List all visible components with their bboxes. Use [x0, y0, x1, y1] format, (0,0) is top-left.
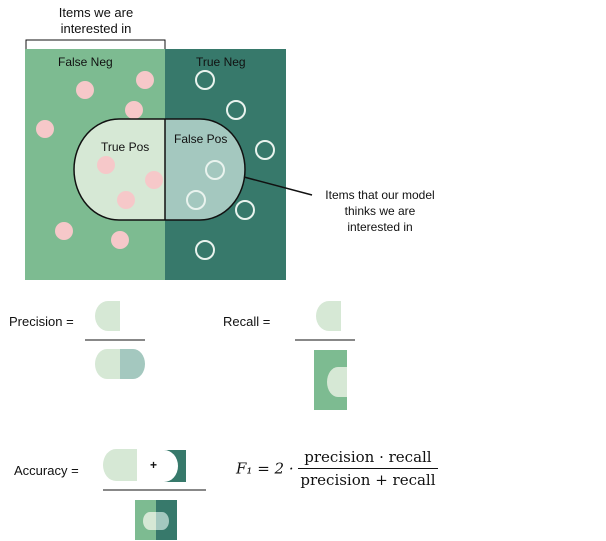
true-pos-dot: [145, 171, 163, 189]
recall-denominator-inner-icon: [327, 367, 347, 397]
precision-numerator-icon: [95, 301, 120, 331]
interest-bracket: [25, 39, 166, 49]
f1-formula: F₁ = 2 · precision · recall precision + …: [236, 448, 438, 489]
true-pos-region: [74, 119, 165, 220]
false-pos-dot: [186, 190, 206, 210]
precision-denominator-right-icon: [120, 349, 145, 379]
true-neg-dot: [195, 70, 215, 90]
true-neg-dot: [195, 240, 215, 260]
accuracy-mini-false-pos: [156, 512, 169, 530]
f1-numerator: precision · recall: [298, 448, 438, 469]
true-neg-dot: [235, 200, 255, 220]
false-neg-dot: [111, 231, 129, 249]
model-selection-label: Items that our model thinks we are inter…: [325, 188, 435, 234]
precision-label: Precision =: [9, 314, 74, 329]
false-neg-dot: [76, 81, 94, 99]
model-pointer-line: [243, 176, 313, 196]
f1-lhs: F₁ = 2 ·: [236, 459, 294, 478]
plus-symbol: +: [150, 458, 158, 472]
precision-denominator-left-icon: [95, 349, 120, 379]
false-pos-label: False Pos: [174, 132, 228, 146]
false-neg-dot: [36, 120, 54, 138]
true-pos-dot: [97, 156, 115, 174]
model-selection-outline: [73, 118, 246, 221]
false-pos-dot: [205, 160, 225, 180]
f1-denominator: precision + recall: [300, 471, 436, 489]
false-neg-dot: [55, 222, 73, 240]
interest-bracket-label: Items we are interested in: [58, 5, 134, 36]
false-neg-dot: [125, 101, 143, 119]
true-neg-dot: [226, 100, 246, 120]
accuracy-label: Accuracy =: [14, 463, 79, 478]
true-neg-label: True Neg: [196, 55, 246, 69]
recall-numerator-icon: [316, 301, 341, 331]
recall-label: Recall =: [223, 314, 271, 329]
f1-fraction: precision · recall precision + recall: [298, 448, 438, 489]
accuracy-true-neg-cutout: [164, 450, 178, 482]
false-neg-dot: [136, 71, 154, 89]
false-neg-label: False Neg: [58, 55, 113, 69]
accuracy-mini-true-pos: [143, 512, 156, 530]
true-pos-label: True Pos: [101, 140, 150, 154]
accuracy-true-pos-icon: [103, 449, 137, 481]
true-neg-dot: [255, 140, 275, 160]
false-pos-region: [165, 119, 246, 220]
true-pos-dot: [117, 191, 135, 209]
